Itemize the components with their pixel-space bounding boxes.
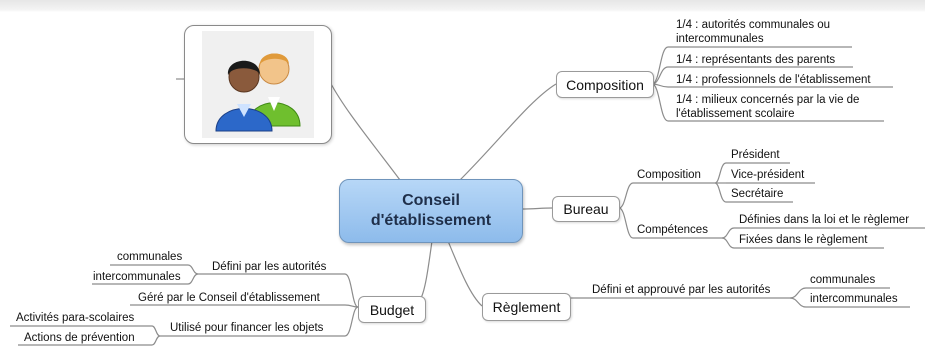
- bureau-competences[interactable]: Compétences: [637, 224, 708, 236]
- edge-bud-comm: [187, 264, 199, 275]
- node-reglement[interactable]: Règlement: [482, 293, 571, 321]
- composition-item-4[interactable]: 1/4 : milieux concernés par la vie de l'…: [676, 94, 860, 120]
- edge-image: [329, 81, 401, 181]
- node-composition[interactable]: Composition: [556, 71, 654, 98]
- node-bureau[interactable]: Bureau: [552, 196, 620, 222]
- composition-item-2[interactable]: 1/4 : représentants des parents: [676, 54, 836, 66]
- edge-bureau: [520, 207, 553, 210]
- edge-definies: [721, 227, 735, 239]
- edge-reg-inter: [789, 297, 807, 308]
- edge-secretaire: [714, 182, 727, 203]
- edge-budget-used: [344, 306, 359, 337]
- reglement-defined[interactable]: Défini et approuvé par les autorités: [592, 284, 771, 296]
- reglement-communales[interactable]: communales: [810, 274, 876, 286]
- edge-bureau-comp: [618, 182, 634, 209]
- edge-president: [714, 162, 727, 184]
- bureau-vice-president[interactable]: Vice-président: [731, 169, 805, 181]
- edge-fixees: [721, 237, 735, 249]
- edge-budget-defined: [344, 273, 359, 308]
- edge-bureau-compet: [618, 207, 634, 239]
- central-node[interactable]: Conseil d'établissement: [339, 179, 523, 243]
- bureau-secretaire[interactable]: Secrétaire: [731, 188, 784, 200]
- edge-actions: [151, 335, 161, 346]
- bureau-competences-reglement[interactable]: Fixées dans le règlement: [739, 234, 868, 246]
- edge-comp-1: [651, 46, 669, 85]
- bureau-competences-loi[interactable]: Définies dans la loi et le règlemer: [739, 214, 910, 226]
- edge-bud-inter: [187, 273, 199, 285]
- budget-activites[interactable]: Activités para-scolaires: [16, 312, 135, 324]
- central-title-line1: Conseil: [402, 192, 460, 209]
- composition-item-3[interactable]: 1/4 : professionnels de l'établissement: [676, 74, 871, 86]
- edge-composition: [459, 83, 557, 181]
- budget-intercommunales[interactable]: intercommunales: [93, 271, 181, 283]
- reglement-intercommunales[interactable]: intercommunales: [810, 293, 898, 305]
- budget-communales[interactable]: communales: [117, 251, 183, 263]
- image-frame: [202, 31, 314, 138]
- budget-used[interactable]: Utilisé pour financer les objets: [170, 322, 324, 334]
- composition-item-1[interactable]: 1/4 : autorités communales ou intercommu…: [676, 19, 831, 45]
- bureau-composition[interactable]: Composition: [637, 169, 701, 181]
- edge-activites: [151, 325, 161, 337]
- central-title-line2: d'établissement: [370, 212, 492, 229]
- edge-reglement: [447, 240, 483, 307]
- image-card[interactable]: [184, 25, 332, 144]
- edge-budget: [419, 240, 433, 301]
- bureau-president[interactable]: Président: [731, 149, 780, 161]
- people-icon: [215, 53, 301, 132]
- edge-reg-comm: [789, 287, 807, 299]
- budget-managed[interactable]: Géré par le Conseil d'établissement: [138, 292, 320, 304]
- edge-comp-4: [651, 83, 669, 122]
- node-budget[interactable]: Budget: [358, 296, 426, 323]
- budget-defined[interactable]: Défini par les autorités: [212, 261, 327, 273]
- budget-actions[interactable]: Actions de prévention: [24, 332, 135, 344]
